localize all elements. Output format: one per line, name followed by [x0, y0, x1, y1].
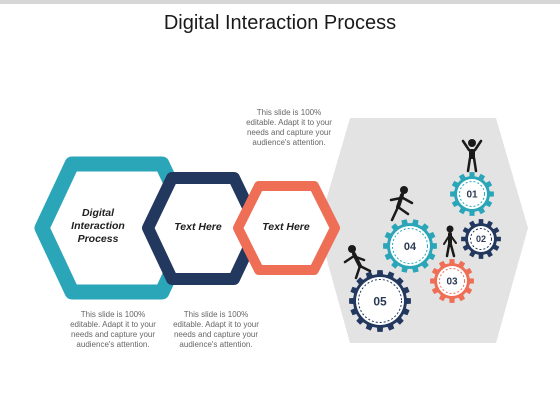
gear-group: 01 02 03 04 05 — [349, 172, 501, 332]
gear-01: 01 — [450, 172, 494, 216]
gear-number: 02 — [476, 234, 486, 244]
person-climbing-icon — [343, 245, 372, 280]
description-top: This slide is 100% editable. Adapt it to… — [246, 108, 332, 147]
gear-dashed-ring — [392, 228, 428, 264]
gear-dashed-ring — [439, 268, 465, 294]
gear-number: 05 — [373, 294, 387, 308]
gear-inner-ring — [390, 226, 430, 266]
stage-hex-3 — [233, 181, 340, 275]
top-bar — [0, 0, 560, 4]
gear-inner-ring — [356, 277, 404, 325]
gear-dashed-ring — [459, 181, 485, 207]
person-running-icon — [389, 186, 414, 222]
gear-dashed-ring — [470, 228, 492, 250]
gear-dashed-ring — [358, 279, 402, 323]
stage-label-1: Digital Interaction Process — [71, 207, 125, 245]
person-standing-icon — [443, 225, 457, 258]
description-bottom-left: This slide is 100% editable. Adapt it to… — [70, 310, 156, 349]
gear-number: 03 — [446, 277, 458, 288]
description-bottom-middle: This slide is 100% editable. Adapt it to… — [173, 310, 259, 349]
slide-title: Digital Interaction Process — [163, 12, 397, 34]
gear-inner-ring — [457, 179, 487, 209]
gear-inner-ring — [468, 226, 494, 252]
gear-02: 02 — [461, 219, 501, 259]
person-cheering-icon — [461, 139, 483, 173]
gear-05: 05 — [349, 270, 411, 332]
stage-label-2: Text Here — [174, 221, 222, 233]
gear-number: 01 — [466, 190, 478, 201]
stage-label-3: Text Here — [262, 221, 310, 233]
gear-04: 04 — [383, 219, 437, 273]
gear-number: 04 — [404, 241, 417, 253]
gear-inner-ring — [437, 266, 467, 296]
gear-03: 03 — [430, 259, 474, 303]
